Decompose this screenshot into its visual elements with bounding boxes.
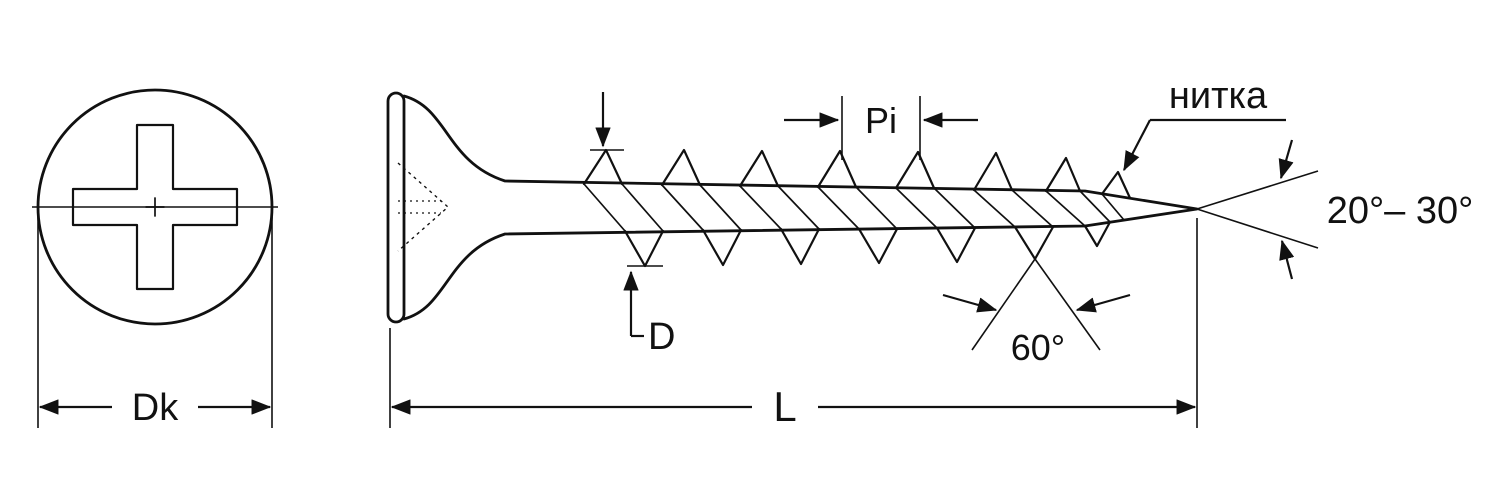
tip-angle-label: 20°– 30° <box>1327 190 1474 232</box>
l-label: L <box>773 383 796 430</box>
screw-body-outline <box>402 94 1199 321</box>
head-face <box>386 91 406 324</box>
thread-angle-arrow-left <box>942 293 998 313</box>
nitka-label: нитка <box>1169 75 1268 117</box>
pi-label: Pi <box>865 100 897 141</box>
pi-dimension: Pi <box>784 96 978 160</box>
head-top-view: Dk <box>32 88 278 429</box>
tip-angle-arrow-upper <box>1278 139 1294 180</box>
tip-angle-arrow-lower <box>1279 239 1295 280</box>
thread-angle-label: 60° <box>1011 327 1065 368</box>
d-dimension: D <box>590 92 675 358</box>
thread-angle-dimension: 60° <box>942 258 1131 368</box>
thread-angle-line-right <box>1034 258 1101 351</box>
recess-hidden-lines <box>397 162 450 252</box>
recess-hidden-centerlines <box>398 200 441 214</box>
d-label: D <box>648 316 675 358</box>
tip-angle-dimension: 20°– 30° <box>1196 139 1474 280</box>
phillips-recess-outline <box>71 123 239 291</box>
center-mark <box>145 197 165 217</box>
dk-label: Dk <box>132 387 179 429</box>
thread-callout: нитка <box>1123 75 1286 172</box>
thread-angle-arrow-right <box>1075 293 1131 313</box>
thread-angle-line-left <box>971 258 1036 351</box>
tip-angle-line-lower <box>1196 208 1319 249</box>
l-dimension: L <box>389 218 1198 430</box>
nitka-leader-arrow <box>1123 119 1151 172</box>
screw-head-outline <box>36 88 274 326</box>
thread-flank-lines <box>583 183 1125 232</box>
tip-angle-line-upper <box>1196 170 1319 210</box>
screw-side-view <box>386 91 1199 324</box>
